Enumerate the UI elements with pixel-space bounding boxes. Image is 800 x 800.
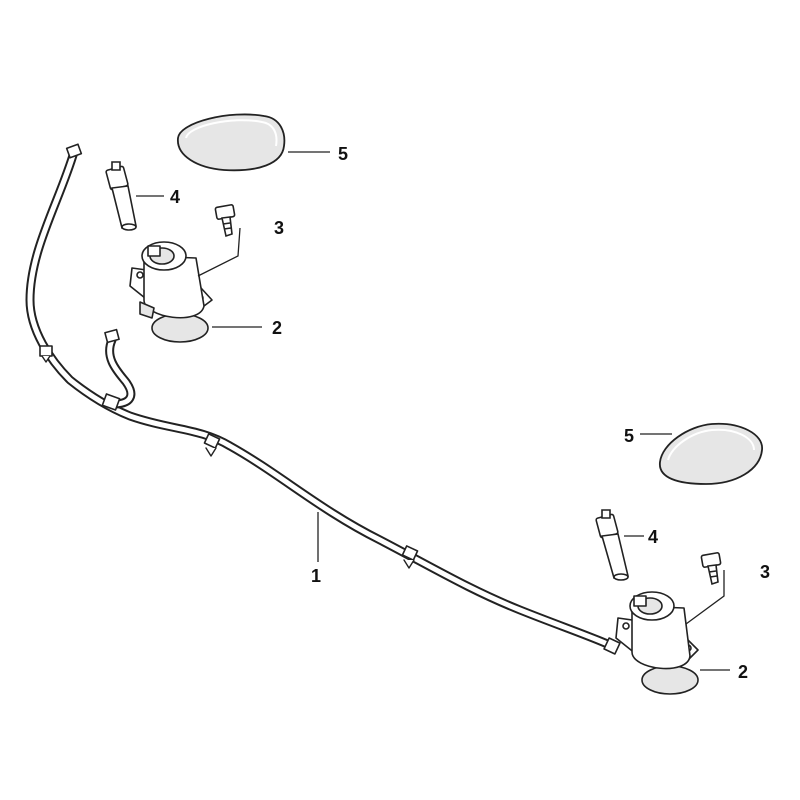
callout-2-right: 2 [738,662,748,682]
bolt-left [215,205,235,236]
hose-end-branch [105,330,119,343]
callout-3-left: 3 [274,218,284,238]
callout-labels: 1 2 2 3 3 4 4 5 5 [170,144,770,682]
nozzle-right [596,510,628,580]
hose-end-right [604,638,620,654]
branch-hose-inner [110,340,131,404]
callout-3-right: 3 [760,562,770,582]
t-junction [102,394,119,410]
callout-4-right: 4 [648,527,658,547]
washer-jet-left [130,242,212,342]
washer-hose [30,144,620,654]
callout-5-right: 5 [624,426,634,446]
leader-3b [685,570,725,625]
hose-clip-3 [402,546,417,568]
nozzle-left [106,162,136,230]
hose-clip-1 [40,346,52,362]
callout-1: 1 [311,566,321,586]
callout-4-left: 4 [170,187,180,207]
main-hose-inner [30,152,612,646]
washer-jet-right [616,592,698,694]
callout-2-left: 2 [272,318,282,338]
bolt-right [701,553,721,584]
cover-left [178,114,284,170]
leader-lines [136,151,730,671]
leader-3a [197,227,241,277]
callout-5-left: 5 [338,144,348,164]
cover-right [660,424,762,484]
hose-end-top [67,144,82,158]
hose-clip-2 [204,434,219,456]
